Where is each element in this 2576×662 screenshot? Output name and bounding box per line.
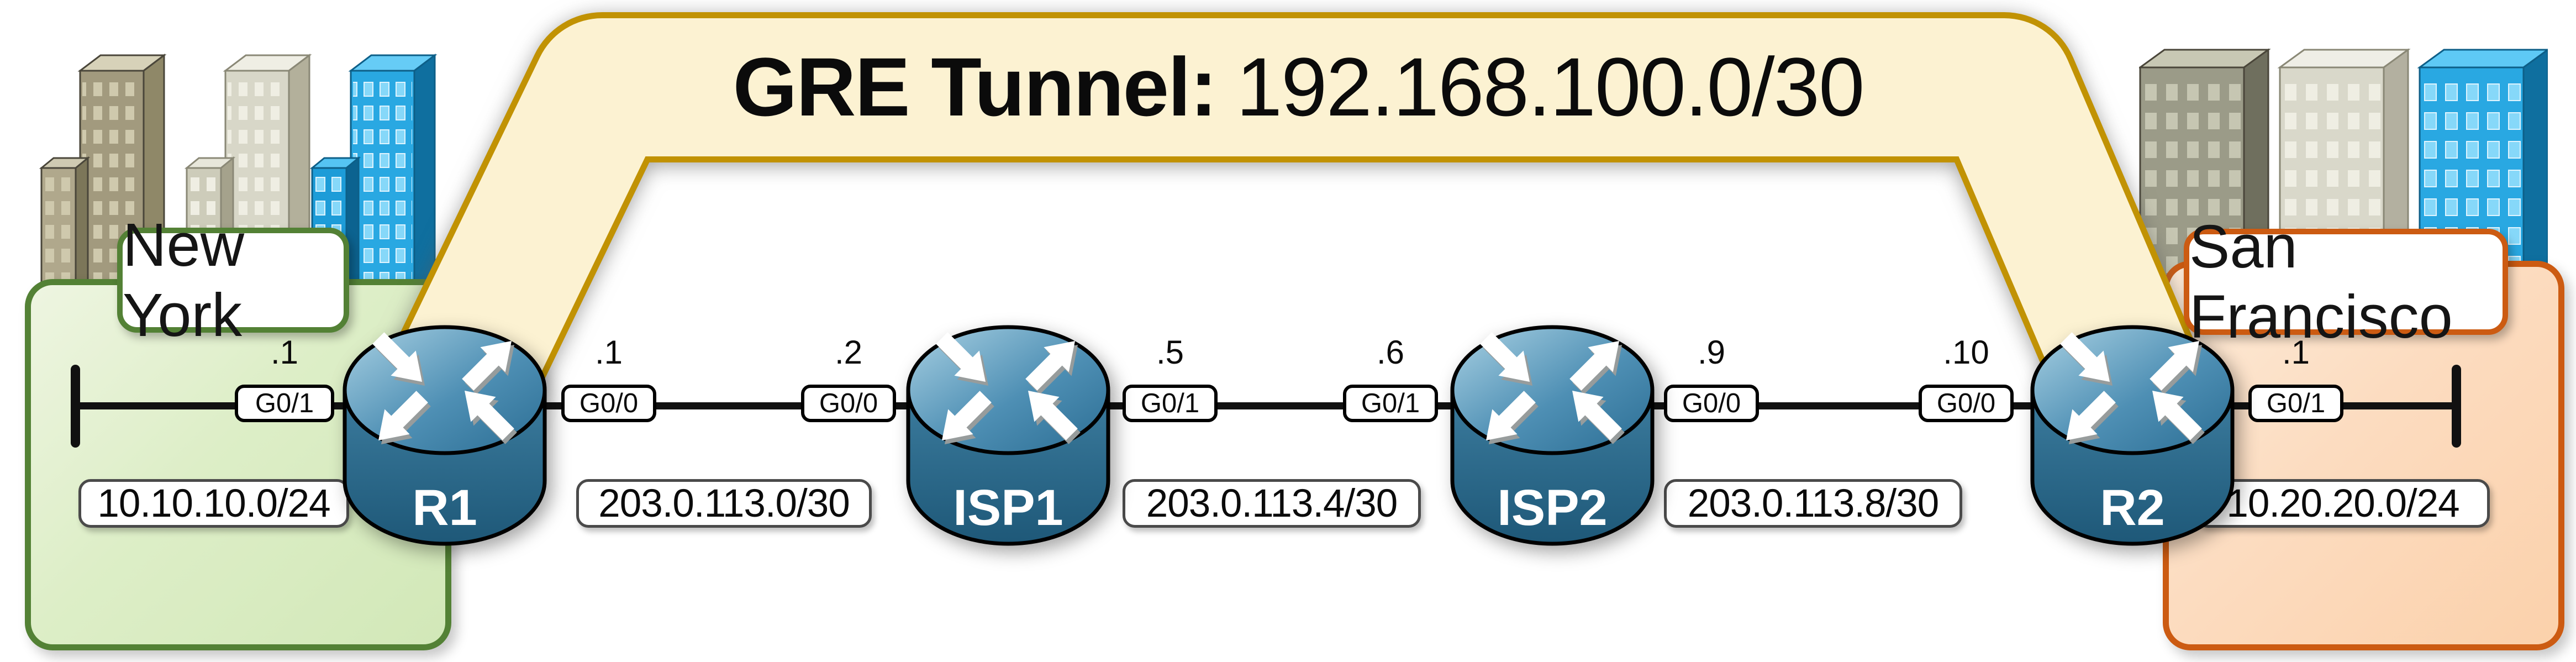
- interface-label-isp2-right: G0/0: [1664, 385, 1759, 422]
- router-name: R1: [412, 480, 477, 536]
- router-name: ISP1: [953, 480, 1063, 536]
- gre-tunnel-subnet: 192.168.100.0/30: [1236, 40, 1865, 133]
- subnet-label-isp1-isp2: 203.0.113.4/30: [1123, 479, 1421, 528]
- router-icon-r1: R1: [343, 325, 547, 546]
- building-blue-icon: [309, 53, 438, 313]
- site-name: San Francisco: [2189, 213, 2453, 351]
- interface-label-isp1-left: G0/0: [801, 385, 896, 422]
- ip-octet-r1-wan: .1: [594, 334, 623, 371]
- ip-octet-r2-wan: .10: [1943, 334, 1989, 371]
- subnet-label-isp2-r2: 203.0.113.8/30: [1664, 479, 1962, 528]
- ip-octet-isp2-left: .6: [1376, 334, 1405, 371]
- interface-label-r2-lan: G0/1: [2248, 385, 2343, 422]
- ip-octet-isp2-right: .9: [1697, 334, 1726, 371]
- ip-octet-isp1-left: .2: [834, 334, 863, 371]
- gre-tunnel-label: GRE Tunnel:: [733, 40, 1218, 133]
- site-label-san-francisco: San Francisco: [2184, 213, 2508, 351]
- site-label-new-york: New York: [117, 211, 349, 349]
- interface-label-isp2-left: G0/1: [1343, 385, 1438, 422]
- ip-octet-isp1-right: .5: [1156, 334, 1184, 371]
- router-icon-isp1: ISP1: [906, 325, 1110, 546]
- interface-label-r2-wan: G0/0: [1919, 385, 2014, 422]
- interface-label-isp1-right: G0/1: [1123, 385, 1218, 422]
- gre-tunnel-title: GRE Tunnel: 192.168.100.0/30: [630, 35, 1967, 138]
- ip-octet-r2-lan: .1: [2282, 334, 2310, 371]
- subnet-label-sf-lan: 10.20.20.0/24: [2196, 479, 2490, 528]
- router-name: R2: [2100, 480, 2165, 536]
- interface-label-r1-wan: G0/0: [561, 385, 656, 422]
- router-icon-r2: R2: [2030, 325, 2235, 546]
- subnet-label-r1-isp1: 203.0.113.0/30: [576, 479, 872, 528]
- router-icon-isp2: ISP2: [1450, 325, 1655, 546]
- lan-terminator-left: [71, 365, 80, 448]
- site-name: New York: [123, 211, 245, 349]
- interface-label-r1-lan: G0/1: [235, 385, 334, 422]
- ip-octet-r1-lan: .1: [270, 334, 299, 371]
- lan-terminator-right: [2452, 365, 2461, 448]
- subnet-label-ny-lan: 10.10.10.0/24: [78, 479, 349, 528]
- link-line: [76, 402, 2457, 409]
- router-name: ISP2: [1497, 480, 1607, 536]
